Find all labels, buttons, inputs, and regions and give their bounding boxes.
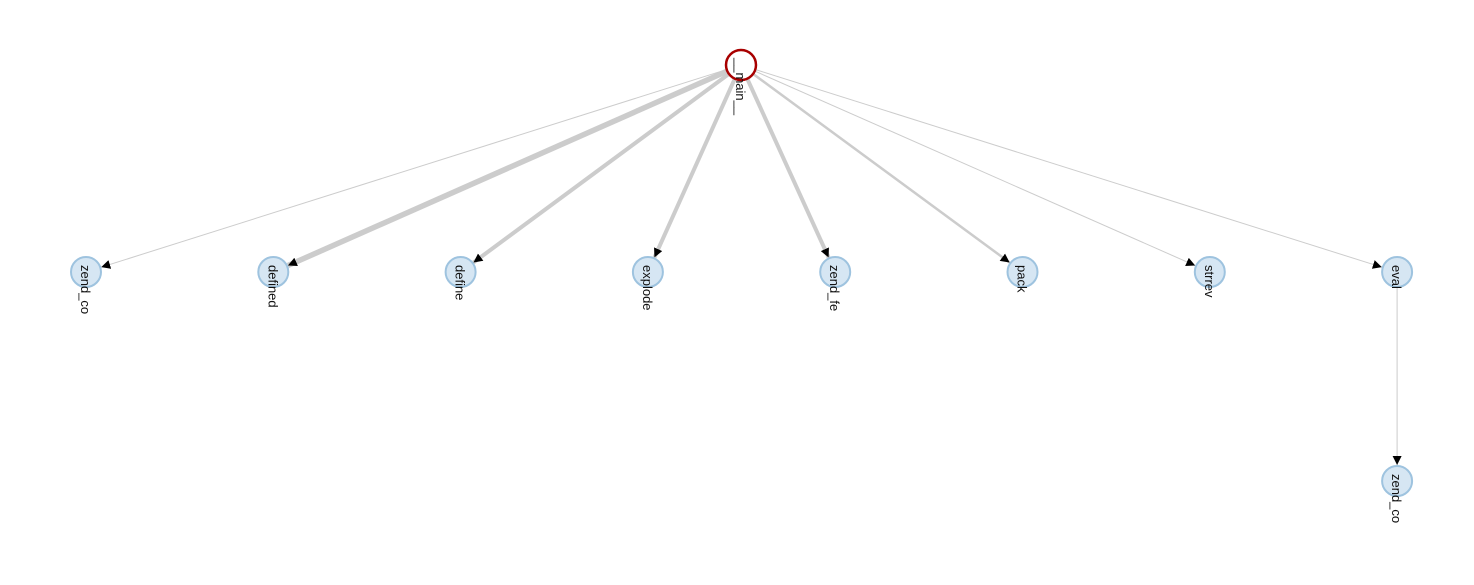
node-label: defined xyxy=(265,265,280,308)
node-label: zend_co xyxy=(1389,474,1404,523)
edge-main-to-defined xyxy=(286,68,728,269)
edge-main-to-explode xyxy=(652,78,737,259)
node-label: zend_co xyxy=(78,265,93,314)
edges-layer xyxy=(101,68,1402,465)
node-label: define xyxy=(453,265,468,300)
node-label: pack xyxy=(1015,265,1030,293)
node-strrev[interactable]: strrev xyxy=(1193,256,1226,298)
edge-main-to-define xyxy=(472,72,730,265)
node-define[interactable]: define xyxy=(444,256,477,300)
edge-main-to-pack xyxy=(753,73,1011,264)
node-circle[interactable] xyxy=(819,256,852,288)
node-explode[interactable]: explode xyxy=(631,256,664,311)
node-zend_co_2[interactable]: zend_co xyxy=(1381,465,1414,523)
node-circle[interactable] xyxy=(631,256,664,288)
edge-main-to-eval xyxy=(756,69,1382,269)
node-defined[interactable]: defined xyxy=(257,256,290,308)
node-zend_co_1[interactable]: zend_co xyxy=(70,256,102,314)
node-label: eval xyxy=(1389,265,1404,289)
root-node-circle[interactable] xyxy=(724,48,758,82)
root-node[interactable]: __main__ xyxy=(724,48,758,116)
nodes-layer: __main__ zend_co defined define explode zend_… xyxy=(70,48,1414,523)
node-circle[interactable] xyxy=(1193,256,1226,288)
root-node-label: __main__ xyxy=(733,57,748,116)
node-circle[interactable] xyxy=(1006,256,1039,288)
edge-main-to-zend_co_1 xyxy=(101,69,726,269)
node-zend_fe[interactable]: zend_fe xyxy=(819,256,852,311)
edge-main-to-zend_fe xyxy=(745,78,831,259)
node-circle[interactable] xyxy=(257,256,290,288)
node-eval[interactable]: eval xyxy=(1381,256,1414,289)
node-label: zend_fe xyxy=(827,265,842,311)
node-circle[interactable] xyxy=(70,256,102,288)
node-label: strrev xyxy=(1202,265,1217,298)
node-circle[interactable] xyxy=(1381,465,1414,497)
edge-main-to-strrev xyxy=(755,71,1196,267)
node-label: explode xyxy=(640,265,655,311)
node-circle[interactable] xyxy=(444,256,477,288)
node-pack[interactable]: pack xyxy=(1006,256,1039,293)
node-circle[interactable] xyxy=(1381,256,1414,288)
